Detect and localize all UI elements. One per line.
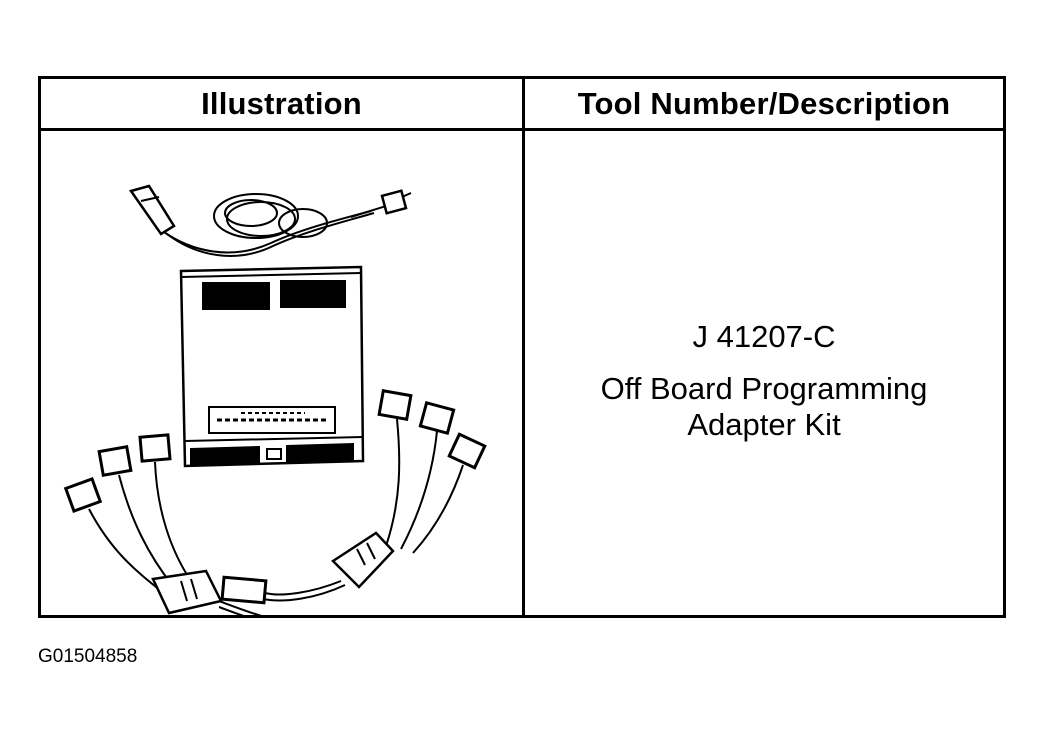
tool-table: Illustration Tool Number/Description <box>38 76 1006 618</box>
tool-description-cell: J 41207-C Off Board Programming Adapter … <box>525 131 1003 615</box>
tool-description-line-2: Adapter Kit <box>687 407 841 442</box>
column-divider <box>522 79 525 615</box>
header-tool-number-description: Tool Number/Description <box>577 86 951 121</box>
tool-description: Off Board Programming Adapter Kit <box>525 371 1003 443</box>
tool-number: J 41207-C <box>692 319 836 354</box>
programming-adapter-kit-illustration <box>63 184 487 615</box>
illustration-cell <box>41 131 522 615</box>
figure-id: G01504858 <box>38 646 138 667</box>
header-illustration: Illustration <box>201 86 362 121</box>
tool-description-line-1: Off Board Programming <box>600 371 928 406</box>
